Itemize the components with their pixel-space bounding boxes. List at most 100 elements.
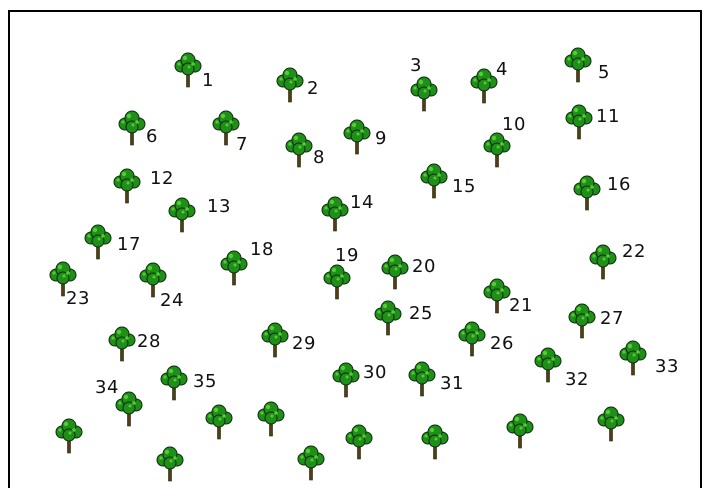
tree-icon bbox=[296, 445, 326, 481]
tree-32-label: 32 bbox=[565, 371, 589, 389]
tree-icon bbox=[256, 401, 286, 437]
tree-33-label: 33 bbox=[655, 358, 679, 376]
tree-33 bbox=[618, 340, 648, 376]
tree-icon bbox=[588, 244, 618, 280]
tree-icon bbox=[419, 163, 449, 199]
tree-icon bbox=[482, 132, 512, 168]
tree-6-label: 6 bbox=[146, 128, 158, 146]
tree-2-label: 2 bbox=[307, 80, 319, 98]
tree-9 bbox=[342, 119, 372, 155]
tree-11-label: 11 bbox=[596, 108, 620, 126]
tree-icon bbox=[331, 362, 361, 398]
tree-icon bbox=[409, 76, 439, 112]
tree-unlabeled bbox=[296, 445, 326, 481]
tree-9-label: 9 bbox=[375, 130, 387, 148]
tree-4-label: 4 bbox=[496, 61, 508, 79]
tree-icon bbox=[380, 254, 410, 290]
tree-unlabeled bbox=[505, 413, 535, 449]
tree-unlabeled bbox=[155, 446, 185, 482]
tree-unlabeled bbox=[204, 404, 234, 440]
tree-unlabeled bbox=[596, 406, 626, 442]
tree-28-label: 28 bbox=[137, 333, 161, 351]
tree-5 bbox=[563, 47, 593, 83]
tree-icon bbox=[173, 52, 203, 88]
tree-icon bbox=[159, 365, 189, 401]
tree-icon bbox=[505, 413, 535, 449]
tree-19 bbox=[322, 264, 352, 300]
tree-16 bbox=[572, 175, 602, 211]
tree-16-label: 16 bbox=[607, 176, 631, 194]
tree-22-label: 22 bbox=[622, 243, 646, 261]
tree-27 bbox=[567, 303, 597, 339]
tree-35 bbox=[159, 365, 189, 401]
tree-icon bbox=[567, 303, 597, 339]
tree-icon bbox=[563, 47, 593, 83]
tree-13-label: 13 bbox=[207, 198, 231, 216]
tree-icon bbox=[107, 326, 137, 362]
tree-icon bbox=[83, 224, 113, 260]
tree-29 bbox=[260, 322, 290, 358]
tree-icon bbox=[284, 132, 314, 168]
tree-18-label: 18 bbox=[250, 241, 274, 259]
tree-icon bbox=[322, 264, 352, 300]
tree-24-label: 24 bbox=[160, 292, 184, 310]
tree-icon bbox=[54, 418, 84, 454]
tree-26-label: 26 bbox=[490, 335, 514, 353]
tree-15 bbox=[419, 163, 449, 199]
tree-icon bbox=[112, 168, 142, 204]
frame-top-border bbox=[8, 10, 702, 12]
tree-icon bbox=[344, 424, 374, 460]
tree-13 bbox=[167, 197, 197, 233]
tree-icon bbox=[469, 68, 499, 104]
tree-28 bbox=[107, 326, 137, 362]
tree-25-label: 25 bbox=[409, 305, 433, 323]
tree-icon bbox=[533, 347, 563, 383]
tree-35-label: 35 bbox=[193, 373, 217, 391]
tree-icon bbox=[320, 196, 350, 232]
tree-icon bbox=[618, 340, 648, 376]
tree-17-label: 17 bbox=[117, 236, 141, 254]
tree-29-label: 29 bbox=[292, 335, 316, 353]
tree-19-label: 19 bbox=[335, 247, 359, 265]
tree-unlabeled bbox=[54, 418, 84, 454]
tree-31-label: 31 bbox=[440, 375, 464, 393]
tree-20 bbox=[380, 254, 410, 290]
tree-icon bbox=[117, 110, 147, 146]
tree-25 bbox=[373, 300, 403, 336]
tree-5-label: 5 bbox=[598, 64, 610, 82]
tree-icon bbox=[155, 446, 185, 482]
tree-unlabeled bbox=[256, 401, 286, 437]
tree-icon bbox=[275, 67, 305, 103]
tree-30-label: 30 bbox=[363, 364, 387, 382]
tree-icon bbox=[373, 300, 403, 336]
tree-icon bbox=[219, 250, 249, 286]
tree-34-label: 34 bbox=[95, 379, 119, 397]
tree-8-label: 8 bbox=[313, 149, 325, 167]
tree-12 bbox=[112, 168, 142, 204]
tree-icon bbox=[342, 119, 372, 155]
tree-icon bbox=[596, 406, 626, 442]
tree-1-label: 1 bbox=[202, 72, 214, 90]
tree-21-label: 21 bbox=[509, 297, 533, 315]
tree-7-label: 7 bbox=[236, 136, 248, 154]
tree-icon bbox=[564, 104, 594, 140]
tree-11 bbox=[564, 104, 594, 140]
tree-icon bbox=[407, 361, 437, 397]
tree-26 bbox=[457, 321, 487, 357]
tree-icon bbox=[204, 404, 234, 440]
tree-10 bbox=[482, 132, 512, 168]
tree-icon bbox=[482, 278, 512, 314]
tree-21 bbox=[482, 278, 512, 314]
tree-unlabeled bbox=[420, 424, 450, 460]
tree-3-label: 3 bbox=[410, 57, 422, 75]
tree-3 bbox=[409, 76, 439, 112]
tree-14-label: 14 bbox=[350, 194, 374, 212]
tree-icon bbox=[260, 322, 290, 358]
tree-14 bbox=[320, 196, 350, 232]
tree-8 bbox=[284, 132, 314, 168]
frame-left-border bbox=[8, 10, 10, 488]
tree-10-label: 10 bbox=[502, 116, 526, 134]
tree-15-label: 15 bbox=[452, 178, 476, 196]
tree-icon bbox=[167, 197, 197, 233]
